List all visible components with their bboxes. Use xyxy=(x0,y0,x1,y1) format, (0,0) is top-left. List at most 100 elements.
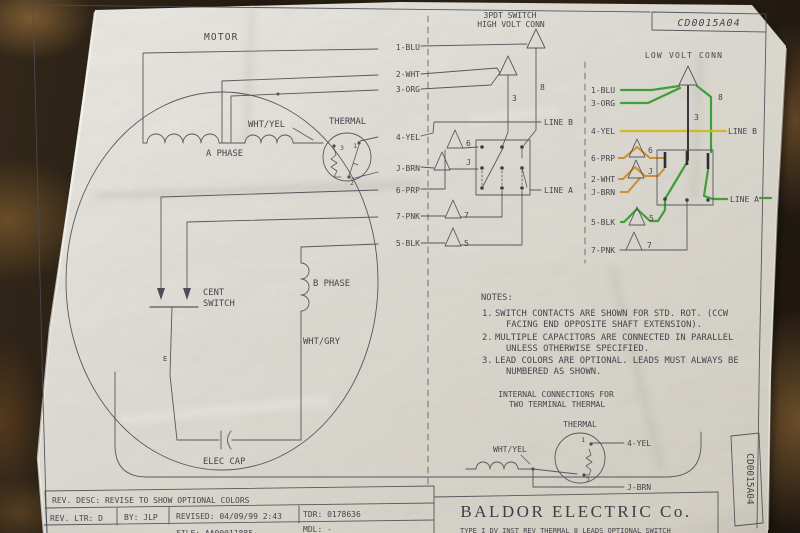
lv-flag-5: 5 xyxy=(649,214,654,223)
internal-wht-yel: WHT/YEL xyxy=(493,445,527,454)
flag-5-icon xyxy=(444,227,462,247)
thermal-label: THERMAL xyxy=(329,117,366,127)
wire-green-diagonal xyxy=(663,162,688,201)
hv-lead-1blu: 1-BLU xyxy=(396,43,420,52)
notes-section: NOTES: 1. SWITCH CONTACTS ARE SHOWN FOR … xyxy=(481,293,739,377)
lv-lead-4yel: 4-YEL xyxy=(591,127,615,136)
junction-dot xyxy=(531,467,535,471)
lv-lead-5blk: 5-BLK xyxy=(591,218,615,227)
title-block-lines xyxy=(43,432,764,533)
hv-flag-5: 5 xyxy=(464,239,469,248)
thermal-blade-icon xyxy=(348,144,360,176)
lv-flag-6: 6 xyxy=(648,146,653,155)
wire-7pnk xyxy=(619,201,688,251)
wire-3org-green xyxy=(619,86,682,105)
note-1-num: 1. xyxy=(482,309,493,319)
hv-wire-8: 8 xyxy=(540,83,545,92)
internal-title-2: TWO TERMINAL THERMAL xyxy=(509,400,606,409)
paper-creases xyxy=(94,7,704,471)
conn-triangle-icon xyxy=(678,65,698,86)
company-name: BALDOR ELECTRIC Co. xyxy=(460,502,691,521)
notes-heading: NOTES: xyxy=(481,293,513,303)
low-volt-section: LOW VOLT CONN 1-BLU 3-ORG 4-YEL 6-PRP 2-… xyxy=(591,51,773,255)
b-phase-coil-icon xyxy=(300,246,310,441)
note-2-line1: MULTIPLE CAPACITORS ARE CONNECTED IN PAR… xyxy=(495,333,733,343)
rev-revised: REVISED: 04/09/99 2:43 xyxy=(176,512,282,521)
thermal-circle xyxy=(322,132,372,182)
a-phase-coil-icon xyxy=(142,133,324,144)
lv-wire-3: 3 xyxy=(694,113,699,122)
hv-lead-5blk: 5-BLK xyxy=(396,239,420,248)
paper-torn-edge-left xyxy=(36,11,97,533)
internal-title-1: INTERNAL CONNECTIONS FOR xyxy=(498,390,614,399)
switch-blade-icon xyxy=(521,148,528,188)
motor-wires xyxy=(142,48,379,450)
hv-flag-7: 7 xyxy=(464,211,469,220)
hv-flag-6: 6 xyxy=(466,139,471,148)
thermal-pin2: 2 xyxy=(350,179,354,187)
rev-mdl: MDL: - xyxy=(303,525,332,533)
switch-blade-icon xyxy=(481,147,504,189)
lv-wire-8: 8 xyxy=(718,93,723,102)
hv-switch-contact-box xyxy=(475,139,531,196)
thermal-pin-dot xyxy=(357,141,361,145)
internal-thermal-label: THERMAL xyxy=(563,420,597,429)
thermal-pin-dot xyxy=(582,473,586,477)
internal-pin1: 1 xyxy=(581,436,585,444)
note-3-line2: NUMBERED AS SHOWN. xyxy=(506,367,601,377)
paper-torn-edge-right xyxy=(767,47,787,531)
title-block: REV. DESC: REVISE TO SHOW OPTIONAL COLOR… xyxy=(43,432,764,533)
note-3-num: 3. xyxy=(482,356,493,366)
wire-jbrn-orange xyxy=(620,177,641,193)
lv-lead-6prp: 6-PRP xyxy=(591,154,615,163)
wire-6prp-orange xyxy=(618,146,665,159)
note-1-line2: FACING END OPPOSITE SHAFT EXTENSION). xyxy=(506,320,702,330)
wire-2wht-orange xyxy=(618,166,665,180)
thermal-pin1: 1 xyxy=(353,142,357,150)
paper-wrinkle-texture xyxy=(38,2,786,533)
doc-number-box xyxy=(651,11,767,33)
hv-lead-6prp: 6-PRP xyxy=(396,186,420,195)
rev-ltr: REV. LTR: D xyxy=(50,514,103,523)
wht-yel-label: WHT/YEL xyxy=(248,120,285,130)
hv-wire-3: 3 xyxy=(512,94,517,103)
lv-lead-2wht: 2-WHT xyxy=(591,175,615,184)
lv-line-a: LINE A xyxy=(730,195,759,204)
internal-4yel: 4-YEL xyxy=(627,439,651,448)
rev-by: BY: JLP xyxy=(124,513,158,522)
hv-title-2: HIGH VOLT CONN xyxy=(477,20,545,29)
wire-8-green xyxy=(695,84,713,154)
motor-frame xyxy=(114,371,702,478)
switch-box xyxy=(475,139,531,196)
junction-dot xyxy=(276,92,280,96)
conn-triangle-icon xyxy=(526,28,546,49)
cent-switch-arrow-icon xyxy=(183,288,191,300)
conn-triangle-icon xyxy=(498,55,518,76)
flag-6-icon xyxy=(446,129,464,149)
lv-lead-3org: 3-ORG xyxy=(591,99,615,108)
thermal-pin-dot xyxy=(332,144,336,148)
paper-sheet xyxy=(36,2,790,533)
internal-pin2: 2 xyxy=(586,476,590,484)
b-phase-label: B PHASE xyxy=(313,279,350,289)
lv-flag-j: J xyxy=(648,167,653,176)
hv-lead-jbrn: J-BRN xyxy=(396,164,420,173)
lv-colored-wires xyxy=(618,84,773,224)
lv-flag-7: 7 xyxy=(647,241,652,250)
high-volt-section: 3PDT SWITCH HIGH VOLT CONN 1-BLU 2-WHT 3… xyxy=(396,11,573,248)
elec-cap-label: ELEC CAP xyxy=(203,457,245,467)
e-label: E xyxy=(163,355,167,363)
hv-line-b: LINE B xyxy=(544,118,573,127)
hv-lead-7pnk: 7-PNK xyxy=(396,212,420,221)
hv-lead-2wht: 2-WHT xyxy=(396,70,420,79)
thermal-pin3: 3 xyxy=(340,144,344,152)
doc-number: CD0015A04 xyxy=(677,18,740,29)
lv-lead-7pnk: 7-PNK xyxy=(591,246,615,255)
lv-switch-contact-box xyxy=(656,149,714,206)
note-2-line2: UNLESS OTHERWISE SPECIFIED. xyxy=(506,344,649,354)
hv-flag-j: J xyxy=(466,158,471,167)
hv-lead-3org: 3-ORG xyxy=(396,85,420,94)
flag-j-icon xyxy=(627,159,645,179)
flag-7-icon xyxy=(625,231,643,251)
